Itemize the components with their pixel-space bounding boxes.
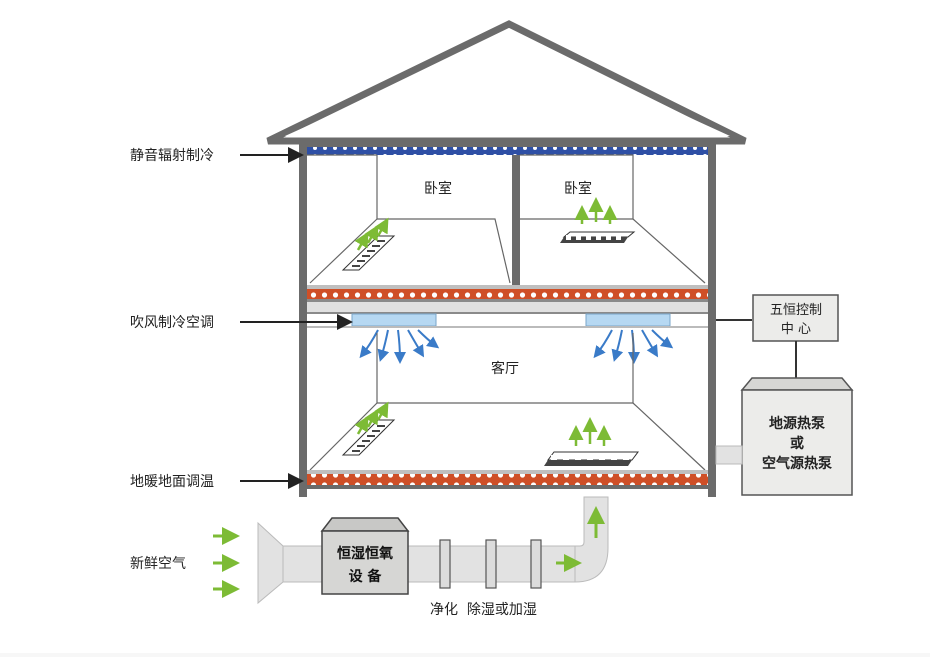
heat-pump-line2: 或: [790, 435, 804, 452]
middle-floor-slab: [307, 285, 708, 314]
floor-vent-lower-left: [341, 401, 396, 456]
duct-caption: 净化 除湿或加湿: [430, 602, 537, 618]
roof: [266, 20, 747, 145]
living-room-lines: [309, 333, 706, 471]
equipment-line2: 设 备: [349, 568, 383, 585]
control-center-line1: 五恒控制: [770, 303, 822, 318]
humidity-oxygen-equipment: 恒湿恒氧 设 备: [320, 517, 410, 595]
radiant-cooling-label: 静音辐射制冷: [130, 147, 214, 164]
heat-pump-line3: 空气源热泵: [762, 455, 832, 472]
fresh-air-duct: [257, 496, 609, 605]
control-center-box: [752, 294, 839, 342]
fresh-air-arrows: [213, 527, 240, 598]
house-walls: [299, 140, 716, 497]
ac-unit-left: [351, 313, 437, 327]
floor-vent-upper-left: [341, 217, 396, 271]
control-center-line2: 中 心: [781, 322, 811, 337]
fan-cooling-label: 吹风制冷空调: [130, 315, 214, 331]
heat-pump-pipe: [715, 445, 743, 465]
upper-rooms: [307, 154, 706, 284]
bedroom-left-label: 卧室: [424, 180, 452, 197]
living-room-label: 客厅: [491, 360, 519, 377]
floor-vent-upper-right: [560, 197, 636, 243]
heat-pump-line1: 地源热泵: [769, 415, 825, 432]
duct-flow-arrows: [556, 506, 605, 572]
floor-heating-label: 地暖地面调温: [130, 474, 214, 490]
heat-pump-unit: 地源热泵 或 空气源热泵: [740, 377, 854, 496]
radiant-cooling-strip: [307, 147, 708, 155]
floor-vent-lower-right: [544, 417, 639, 466]
fresh-air-label: 新鲜空气: [130, 556, 186, 572]
ac-unit-right: [585, 313, 671, 327]
bedroom-right-label: 卧室: [564, 180, 592, 197]
airflow-left: [359, 329, 440, 364]
equipment-line1: 恒湿恒氧: [337, 545, 393, 562]
ground-floor-slab: [299, 470, 716, 489]
